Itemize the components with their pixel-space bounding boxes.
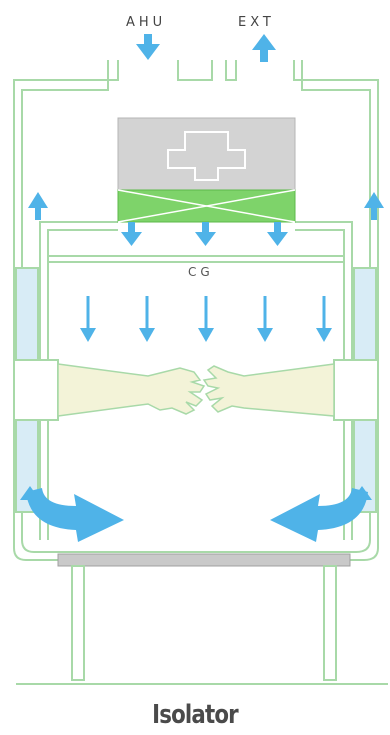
hepa-filter [117,189,296,223]
fan-icon [167,131,246,181]
diagram-caption: Isolator [152,700,239,730]
filter-outflow-arrows [121,222,288,246]
arrow-down-icon [257,296,273,342]
cg-label: CG [188,265,214,279]
arrow-down-icon [316,296,332,342]
right-glove [202,363,335,417]
ext-outlet-arrow-icon [252,34,276,62]
chamber-airflow-arrows [80,296,332,342]
arrow-down-icon [80,296,96,342]
left-glove-port [13,267,59,513]
ahu-label: AHU [126,15,166,30]
left-glove [57,363,206,417]
arrow-up-icon [364,192,384,220]
arrow-down-icon [267,222,288,246]
arrow-down-icon [139,296,155,342]
arrow-down-icon [198,296,214,342]
arrow-down-icon [121,222,142,246]
ext-label: EXT [238,15,275,30]
arrow-up-icon [28,192,48,220]
blower-unit [117,117,296,191]
return-airflow-right-icon [270,486,372,542]
arrow-down-icon [195,222,216,246]
work-table [16,553,388,685]
right-glove-port [333,267,379,513]
return-airflow-left-icon [20,486,124,542]
ahu-inlet-arrow-icon [136,34,160,60]
